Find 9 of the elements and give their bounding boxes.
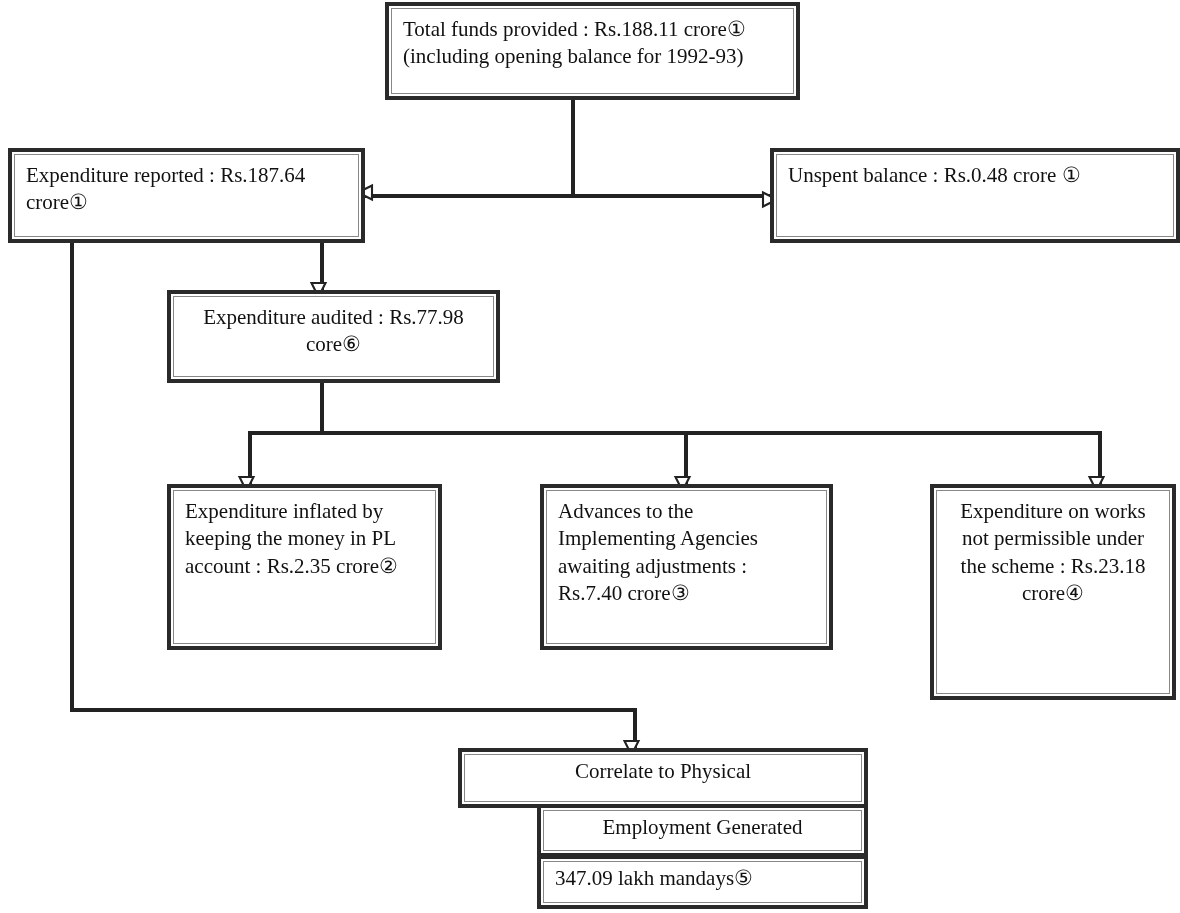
text-box: Total funds provided : Rs.188.11 crore① (including opening balance for 1992-93): [385, 2, 800, 100]
text-box: Expenditure audited : Rs.77.98 core⑥: [167, 290, 500, 383]
text-box: Expenditure on works not permissible under the scheme : Rs.23.18 crore④: [930, 484, 1176, 700]
text-box: 347.09 lakh mandays⑤: [537, 855, 868, 909]
text-box: Unspent balance : Rs.0.48 crore ①: [770, 148, 1180, 243]
text-box: Advances to the Implementing Agencies awaiting adjustments : Rs.7.40 crore③: [540, 484, 833, 650]
text-box: Expenditure reported : Rs.187.64 crore①: [8, 148, 365, 243]
text-box: Correlate to Physical: [458, 748, 868, 808]
text-box: Expenditure inflated by keeping the money in PL account : Rs.2.35 crore②: [167, 484, 442, 650]
